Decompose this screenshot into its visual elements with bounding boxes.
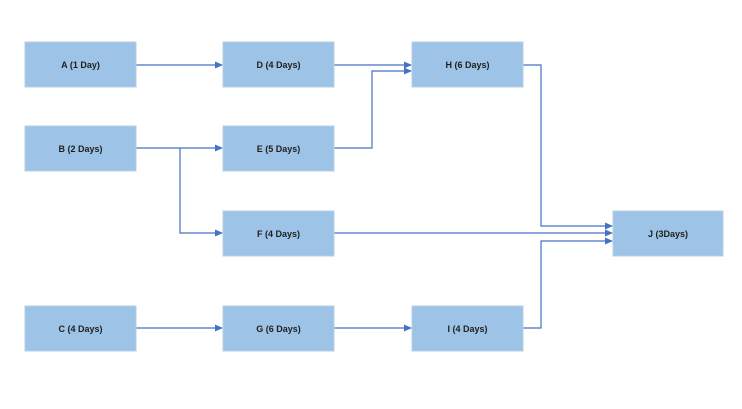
node-f-label: F (4 Days): [257, 229, 300, 239]
node-f-box: [222, 210, 335, 257]
edge-b-to-f: [179, 148, 223, 237]
node-h[interactable]: H (6 Days): [411, 41, 524, 88]
node-i[interactable]: I (4 Days): [411, 305, 524, 352]
node-e-label: E (5 Days): [257, 144, 301, 154]
node-b[interactable]: B (2 Days): [24, 125, 137, 172]
node-c[interactable]: C (4 Days): [24, 305, 137, 352]
node-d[interactable]: D (4 Days): [222, 41, 335, 88]
node-g[interactable]: G (6 Days): [222, 305, 335, 352]
node-b-label: B (2 Days): [58, 144, 102, 154]
node-i-box: [411, 305, 524, 352]
node-d-label: D (4 Days): [256, 60, 300, 70]
node-e-box: [222, 125, 335, 172]
node-i-label: I (4 Days): [447, 324, 487, 334]
node-h-label: H (6 Days): [445, 60, 489, 70]
node-j[interactable]: J (3Days): [612, 210, 724, 257]
connectors: [136, 61, 613, 332]
node-c-box: [24, 305, 137, 352]
node-a-box: [24, 41, 137, 88]
node-d-box: [222, 41, 335, 88]
node-a-label: A (1 Day): [61, 60, 100, 70]
edge-h-to-j: [523, 64, 613, 230]
node-e[interactable]: E (5 Days): [222, 125, 335, 172]
node-a[interactable]: A (1 Day): [24, 41, 137, 88]
node-j-label: J (3Days): [648, 229, 688, 239]
edge-i-to-j: [523, 237, 613, 329]
node-f[interactable]: F (4 Days): [222, 210, 335, 257]
node-g-label: G (6 Days): [256, 324, 301, 334]
node-g-box: [222, 305, 335, 352]
edge-e-to-h: [334, 67, 412, 149]
node-h-box: [411, 41, 524, 88]
node-j-box: [612, 210, 724, 257]
node-b-box: [24, 125, 137, 172]
node-c-label: C (4 Days): [58, 324, 102, 334]
